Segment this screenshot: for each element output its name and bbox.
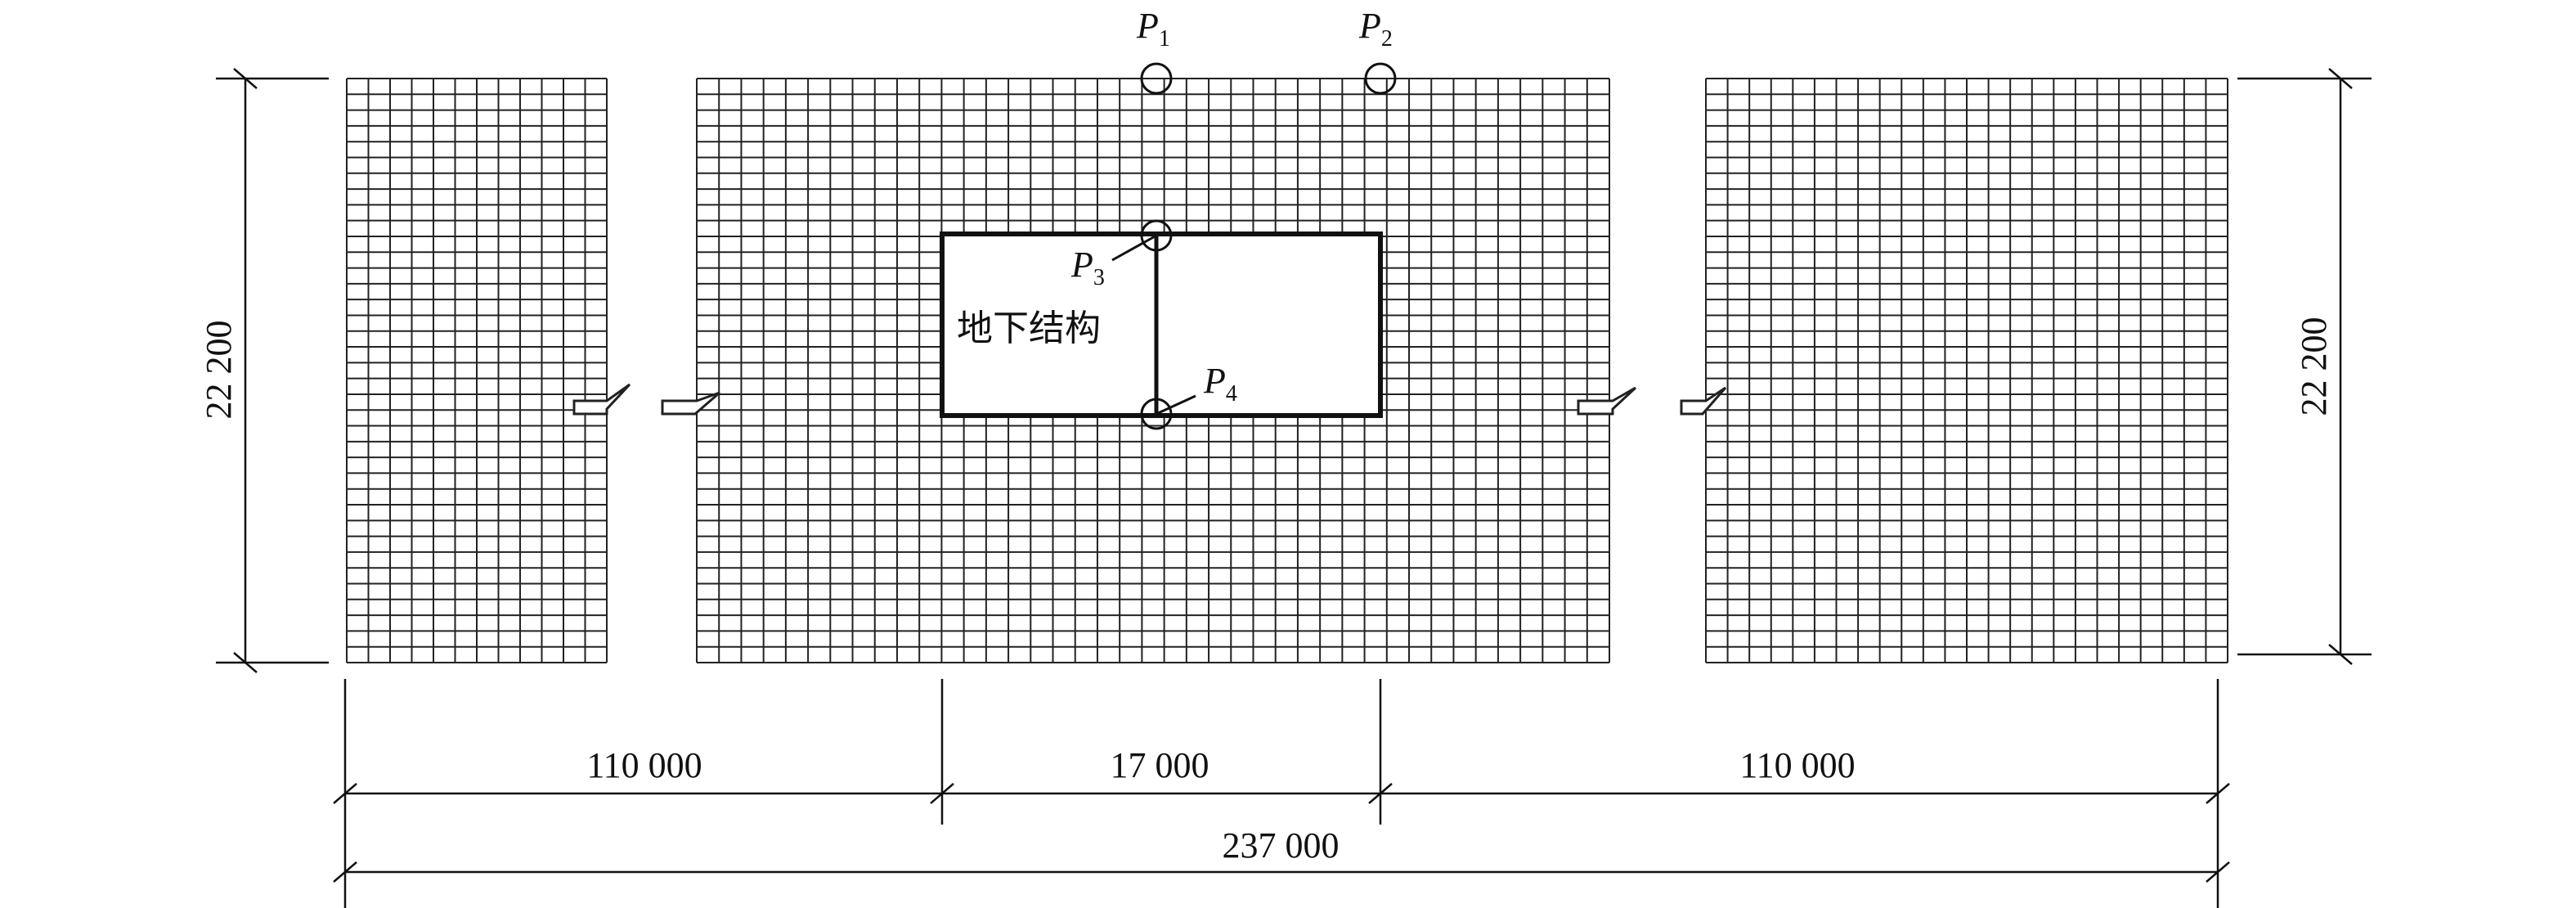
break-symbol-left-b [661,391,720,416]
mesh-right-block [1705,78,2228,663]
dimension-left-height: 22 200 [199,321,239,420]
structure-outline [940,231,1383,418]
dimension-lines [216,68,2372,908]
dimension-segment-left: 110 000 [586,745,702,785]
point-p4-marker [1140,398,1173,430]
mesh-left-block [346,78,608,663]
break-symbol-right-a [1577,386,1637,416]
point-p2-label: P2 [1358,6,1393,52]
dimension-total: 237 000 [1223,825,1340,865]
point-p3-leader [1111,234,1157,262]
point-p2-marker [1364,62,1397,95]
point-p3-label: P3 [1070,245,1105,290]
point-p1-marker [1140,62,1173,95]
break-symbols [572,383,1727,416]
dimension-segment-mid: 17 000 [1111,745,1209,785]
point-p1-label: P1 [1136,6,1170,52]
point-p4-leader [1156,394,1196,416]
point-p4-label: P4 [1203,361,1237,407]
dimension-right-height: 22 200 [2294,317,2334,416]
monitoring-points [1111,62,1397,430]
break-symbol-left-a [572,383,631,416]
underground-structure: 地下结构 [940,231,1383,418]
structure-label: 地下结构 [957,308,1101,349]
dimension-segment-right: 110 000 [1739,745,1855,785]
break-symbol-right-b [1680,386,1727,416]
point-p3-marker [1140,219,1173,252]
